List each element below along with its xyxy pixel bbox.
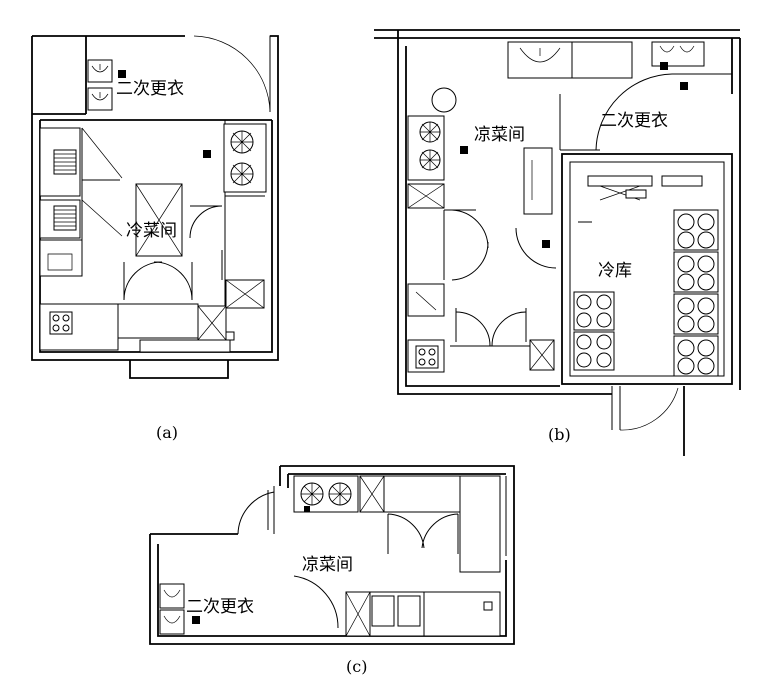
- plan-b-prep-label: 凉菜间: [474, 125, 525, 145]
- plan-c-changing-label: 二次更衣: [186, 597, 254, 617]
- plan-c: 凉菜间 二次更衣 (c): [149, 465, 515, 676]
- burner-cluster-a1: [230, 130, 254, 186]
- plan-a: 二次更衣 冷菜间 (a): [31, 35, 279, 442]
- plan-b-storage-label: 冷库: [598, 261, 632, 281]
- plan-a-prep-label: 冷菜间: [126, 221, 177, 241]
- burner-cluster-b4: [573, 291, 615, 371]
- burner-cluster-b2: [415, 345, 439, 369]
- plan-c-caption: (c): [346, 657, 367, 676]
- burner-cluster-c1: [300, 482, 352, 506]
- plan-a-caption: (a): [156, 423, 178, 442]
- marker-b-changing: [680, 82, 688, 90]
- marker-b-changing-top: [660, 62, 668, 70]
- plan-a-changing-label: 二次更衣: [116, 79, 184, 99]
- marker-a-changing: [118, 70, 126, 78]
- burner-cluster-a2: [49, 311, 73, 335]
- marker-a-prep: [203, 150, 211, 158]
- marker-b-prep: [460, 146, 468, 154]
- burner-cluster-b1: [419, 121, 441, 171]
- burner-cluster-b3: [673, 209, 719, 377]
- plan-c-prep-label: 凉菜间: [302, 555, 353, 575]
- marker-c-prep: [304, 506, 310, 512]
- plan-b-changing-label: 二次更衣: [600, 111, 668, 131]
- marker-b-storage: [542, 240, 550, 248]
- plan-b: 凉菜间 二次更衣 冷库 (b): [374, 29, 741, 456]
- marker-c-changing: [192, 616, 200, 624]
- plan-b-caption: (b): [548, 425, 571, 444]
